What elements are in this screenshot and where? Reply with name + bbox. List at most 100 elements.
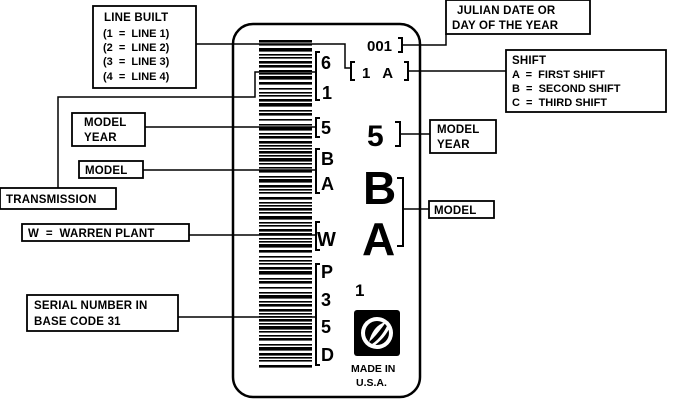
barcode-bar xyxy=(259,338,312,341)
barcode-bar xyxy=(259,92,312,94)
plant-box xyxy=(21,223,190,242)
barcode-bar xyxy=(259,281,312,284)
barcode-bar xyxy=(259,304,312,307)
tag-date-code: 001 xyxy=(367,38,392,55)
barcode-bar xyxy=(259,44,312,46)
barcode-bar xyxy=(259,113,312,116)
barcode-bar xyxy=(259,260,312,262)
model-right-label: MODEL xyxy=(434,205,477,217)
line-built-leader xyxy=(196,43,351,69)
transmission-leader xyxy=(57,71,316,188)
shift-title: SHIFT xyxy=(512,55,546,67)
bracket-5 xyxy=(315,117,320,138)
barcode-bar xyxy=(259,295,312,299)
tag-big-model-a: A xyxy=(362,213,395,265)
serial-line-2: BASE CODE 31 xyxy=(34,316,121,328)
barcode-bar xyxy=(259,179,312,183)
tag-char-6: 6 xyxy=(321,53,331,73)
shift-box xyxy=(505,49,667,113)
julian-date-line-2: DAY OF THE YEAR xyxy=(452,20,559,32)
barcode-bar xyxy=(259,344,312,346)
tag-line-shift-code: 1 A xyxy=(362,65,393,82)
barcode-bar xyxy=(259,263,312,265)
barcode-bar xyxy=(259,192,312,194)
barcode-bar xyxy=(259,271,312,275)
barcode-bar xyxy=(259,61,312,64)
model-year-left-line-1: MODEL xyxy=(84,117,127,129)
line-built-item-3: (3 = LINE 3) xyxy=(103,56,170,68)
barcode-bar xyxy=(259,176,312,178)
barcode-bar xyxy=(259,167,312,169)
barcode-bar xyxy=(259,205,312,207)
barcode-bar xyxy=(259,238,312,240)
barcode-bar xyxy=(259,40,312,43)
line-built-item-1: (1 = LINE 1) xyxy=(103,28,170,40)
line-built-box xyxy=(92,5,197,89)
serial-line-1: SERIAL NUMBER IN xyxy=(34,300,148,312)
barcode-bar xyxy=(259,73,312,75)
tag-char-d: D xyxy=(321,345,334,365)
line-built-item-2: (2 = LINE 2) xyxy=(103,42,170,54)
barcode-bar xyxy=(259,119,312,121)
tag-big-model-b: B xyxy=(363,162,396,214)
bracket-big-model xyxy=(397,177,404,247)
barcode-bar xyxy=(259,163,312,165)
barcode-bar xyxy=(259,54,312,56)
barcode-bar xyxy=(259,323,312,325)
barcode-bar xyxy=(259,244,312,248)
model-year-left-box xyxy=(71,112,146,147)
barcode-bar xyxy=(259,65,312,68)
barcode-bar xyxy=(259,151,312,154)
tag-char-b: B xyxy=(321,149,334,169)
barcode-bar xyxy=(259,250,312,253)
tag-char-5b: 5 xyxy=(321,317,331,337)
barcode-bar xyxy=(259,189,312,191)
barcode-bar xyxy=(259,241,312,243)
tag-char-1: 1 xyxy=(322,83,332,103)
bracket-serial xyxy=(315,263,320,366)
julian-date-leader xyxy=(402,34,447,46)
barcode-bar xyxy=(259,216,312,220)
barcode-bar xyxy=(259,197,312,200)
barcode-bar xyxy=(259,95,312,97)
barcode-bar xyxy=(259,170,312,173)
barcode-bar xyxy=(259,222,312,224)
barcode-bar xyxy=(259,103,312,107)
tag-char-a: A xyxy=(321,174,334,194)
model-year-right-line-2: YEAR xyxy=(437,139,470,151)
barcode-bar xyxy=(259,155,312,157)
tag-char-w: W xyxy=(317,229,336,251)
barcode-bar xyxy=(259,365,312,368)
barcode-bar xyxy=(259,76,312,80)
manufacturer-logo xyxy=(354,310,400,356)
bracket-date xyxy=(398,37,403,53)
serial-box xyxy=(26,294,179,332)
barcode-bar xyxy=(259,136,312,139)
barcode-bar xyxy=(259,278,312,280)
barcode-bar xyxy=(259,70,312,72)
model-year-left-line-2: YEAR xyxy=(84,132,117,144)
barcode-bar xyxy=(259,48,312,52)
barcode xyxy=(259,40,312,368)
barcode-bar xyxy=(259,141,312,144)
plant-label: W = WARREN PLANT xyxy=(28,228,155,240)
barcode-bar xyxy=(259,292,312,294)
tag-big-year: 5 xyxy=(367,120,384,153)
tag-made-country: U.S.A. xyxy=(356,377,387,389)
barcode-bar xyxy=(259,360,312,362)
tag-made-in: MADE IN xyxy=(351,363,395,375)
barcode-bar xyxy=(259,301,312,303)
barcode-bar xyxy=(259,309,312,312)
barcode-bar xyxy=(259,185,312,188)
tag-extra-digit: 1 xyxy=(355,281,364,300)
barcode-bar xyxy=(259,158,312,162)
barcode-bar xyxy=(259,88,312,90)
julian-date-line-1: JULIAN DATE OR xyxy=(457,5,556,17)
barcode-bar xyxy=(259,326,312,330)
barcode-bar xyxy=(259,124,312,126)
bracket-w xyxy=(315,221,320,251)
barcode-bar xyxy=(259,145,312,147)
barcode-bar xyxy=(259,335,312,337)
bracket-line-shift-left xyxy=(350,61,355,81)
